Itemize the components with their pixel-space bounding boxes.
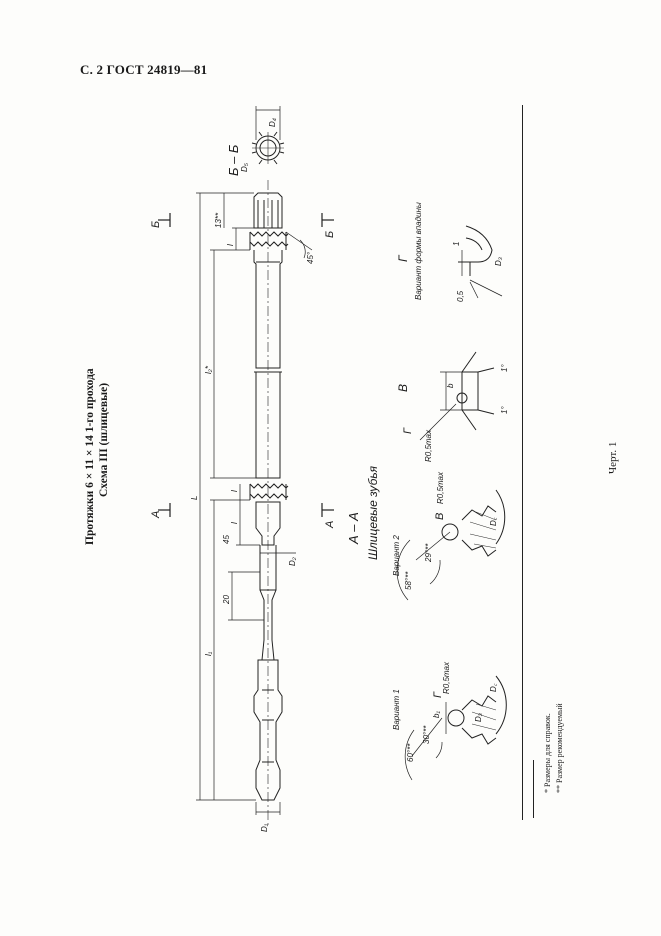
dim-45: 45 (222, 535, 231, 544)
label-v-g: Г (402, 428, 414, 434)
dim-d2: D₂ (288, 557, 297, 566)
label-variant-2: Вариант 2 (392, 535, 401, 576)
section-cut-marks (158, 213, 334, 517)
label-section-bb: Б – Б (226, 144, 241, 176)
dim-45deg: 45° (306, 251, 315, 264)
dim-v2-r05: R0,5max (436, 471, 445, 504)
dim-g-d3: D₃ (494, 257, 503, 266)
broach-body (249, 180, 289, 825)
dim-v-b: b (446, 383, 455, 388)
cut-mark-b-left: Б (150, 220, 162, 228)
label-d4: D₄ (268, 118, 277, 127)
dim-l-top: l (226, 244, 235, 246)
dim-b1: b₁ (432, 711, 441, 718)
footnote-rule (533, 760, 534, 818)
dim-20: 20 (222, 595, 231, 604)
dim-L: L (190, 495, 199, 500)
dim-30deg: 30°** (422, 725, 431, 744)
label-spline-teeth: Шлицевые зубья (366, 465, 380, 560)
section-aa-variant2 (396, 489, 506, 601)
dim-13: 13** (214, 212, 223, 228)
section-aa-variant1 (404, 675, 507, 781)
dim-d1: D₁ (260, 823, 269, 832)
dim-dc-v2: D꜀ (489, 517, 498, 526)
dim-l2: l₂* (204, 366, 213, 374)
dim-29deg: 29°** (424, 543, 433, 562)
section-bb (251, 106, 285, 165)
cut-mark-a-right: А (324, 520, 336, 528)
dim-dc-v1: D꜀ (489, 683, 498, 692)
cut-mark-a-left: А (150, 510, 162, 518)
dim-58deg: 58°** (404, 571, 413, 590)
dim-g-05: 0,5 (456, 290, 465, 302)
detail-v (419, 351, 495, 441)
detail-g (458, 225, 503, 299)
dim-d3: D₃ (474, 713, 483, 722)
dim-g-1: 1 (452, 241, 461, 246)
cut-mark-b-right: Б (324, 230, 336, 238)
label-section-aa: А – А (346, 512, 361, 544)
label-v-ref: В (434, 512, 446, 520)
dim-l-lower1: l (230, 490, 239, 492)
dim-v1-r05: R0,5max (442, 661, 451, 694)
dim-60deg: 60°** (406, 743, 415, 762)
label-detail-g-variant: Вариант формы впадины (414, 202, 423, 300)
dim-v-1deg-bottom: 1° (500, 406, 509, 414)
label-detail-v: В (396, 383, 410, 392)
page-header: С. 2 ГОСТ 24819—81 (80, 62, 208, 77)
dim-l1: l₁ (204, 651, 213, 656)
divider-line (522, 105, 523, 820)
label-detail-g: Г (396, 255, 410, 262)
label-d5: D₅ (240, 163, 249, 172)
dim-l-lower2: l (230, 522, 239, 524)
dim-v-1deg-top: 1° (500, 364, 509, 372)
dim-v-r05: R0,5max (424, 429, 433, 462)
label-variant-1: Вариант 1 (392, 689, 401, 730)
dimension-lines (196, 192, 313, 815)
